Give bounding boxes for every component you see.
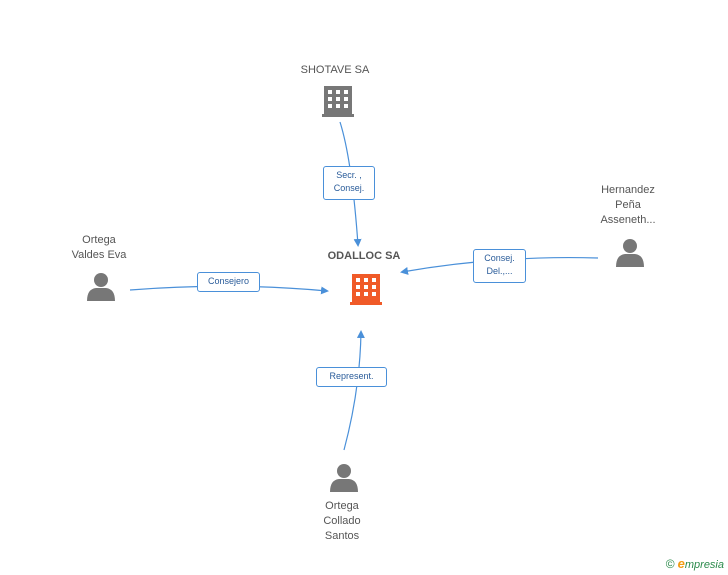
node-label-odalloc[interactable]: ODALLOC SA <box>327 250 401 262</box>
edge-ortega-collado-line <box>343 330 365 451</box>
main-company-building-icon[interactable] <box>350 274 382 305</box>
edge-label-ortega-collado[interactable]: Represent. <box>316 367 387 387</box>
copyright-icon: © <box>665 556 675 571</box>
node-label-ortega-valdes[interactable]: Ortega Valdes Eva <box>71 234 127 261</box>
person-icon[interactable] <box>330 464 358 492</box>
edge-label-shotave[interactable]: Secr. , Consej. <box>323 166 375 200</box>
person-icon[interactable] <box>616 239 644 267</box>
person-icon[interactable] <box>87 273 115 301</box>
edge-label-ortega-valdes[interactable]: Consejero <box>197 272 260 292</box>
node-label-hernandez[interactable]: Hernandez Peña Asseneth... <box>600 184 656 226</box>
node-label-shotave[interactable]: SHOTAVE SA <box>300 64 370 76</box>
brand-logo: © empresia <box>666 556 724 571</box>
building-icon[interactable] <box>322 86 354 117</box>
brand-name: mpresia <box>684 559 724 571</box>
edge-label-hernandez[interactable]: Consej. Del.,... <box>473 249 526 283</box>
node-label-ortega-collado[interactable]: Ortega Collado Santos <box>323 500 361 542</box>
brand-initial: e <box>677 556 685 571</box>
